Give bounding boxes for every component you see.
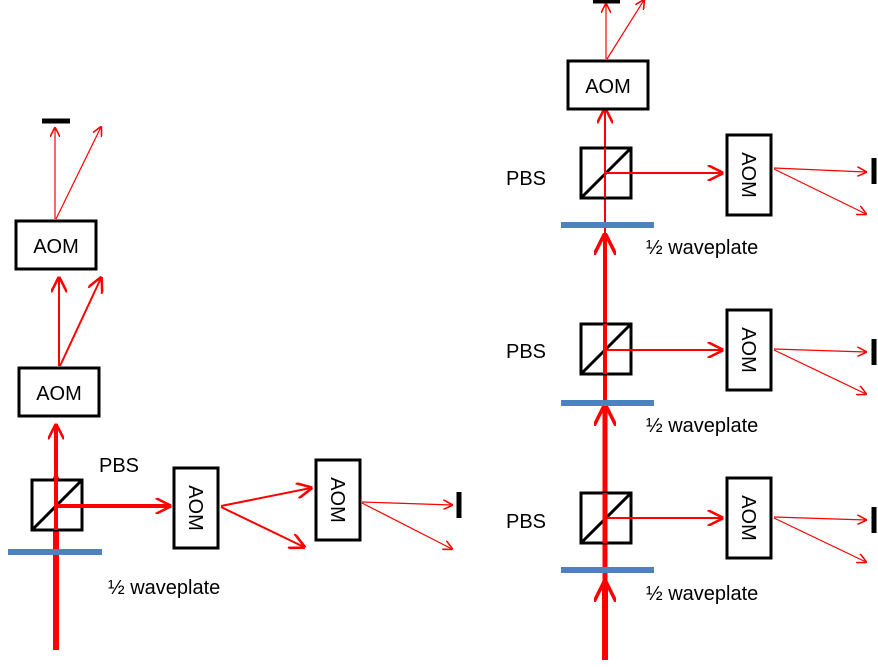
left-aom-2: AOM bbox=[14, 219, 98, 271]
right-aom-1: AOM bbox=[725, 133, 773, 217]
svg-text:AOM: AOM bbox=[585, 76, 631, 98]
left-aom-4: AOM bbox=[314, 458, 362, 542]
right-aom-top: AOM bbox=[566, 59, 650, 111]
svg-text:AOM: AOM bbox=[184, 485, 206, 531]
right-pbs-2-label: PBS bbox=[506, 341, 546, 363]
right-pbs-3-label: PBS bbox=[506, 511, 546, 533]
left-beam-1st-1 bbox=[59, 278, 101, 367]
left-right-output-0th bbox=[361, 502, 452, 505]
right-aom-3: AOM bbox=[725, 476, 773, 560]
right-stage-2: PBS ½ waveplate AOM bbox=[506, 308, 877, 437]
svg-text:AOM: AOM bbox=[737, 327, 759, 373]
left-beam-0th-2 bbox=[220, 488, 311, 507]
right-top-output-1st bbox=[606, 0, 644, 60]
left-setup: ½ waveplate PBS AOM AOM AOM bbox=[8, 118, 462, 650]
right-output-0th-1 bbox=[773, 168, 866, 172]
left-aom-3: AOM bbox=[172, 466, 220, 550]
right-stage-3: PBS ½ waveplate AOM bbox=[506, 476, 877, 605]
right-output-1st-1 bbox=[773, 168, 866, 214]
right-stage-1: PBS ½ waveplate AOM bbox=[506, 133, 877, 259]
svg-text:AOM: AOM bbox=[33, 236, 79, 258]
left-beam-1st-2 bbox=[220, 506, 304, 547]
right-waveplate-2-label: ½ waveplate bbox=[646, 415, 758, 437]
svg-text:AOM: AOM bbox=[326, 477, 348, 523]
left-aom-1: AOM bbox=[17, 366, 101, 418]
svg-text:AOM: AOM bbox=[36, 383, 82, 405]
left-right-output-1st bbox=[361, 502, 452, 549]
svg-text:AOM: AOM bbox=[737, 495, 759, 541]
right-output-0th-2 bbox=[773, 349, 866, 352]
right-output-1st-3 bbox=[773, 517, 866, 562]
right-pbs-1-label: PBS bbox=[506, 168, 546, 190]
right-aom-2: AOM bbox=[725, 308, 773, 392]
right-waveplate-1-label: ½ waveplate bbox=[646, 237, 758, 259]
svg-text:AOM: AOM bbox=[737, 152, 759, 198]
left-waveplate-label: ½ waveplate bbox=[108, 577, 220, 599]
right-waveplate-3-label: ½ waveplate bbox=[646, 583, 758, 605]
right-output-1st-2 bbox=[773, 349, 866, 394]
left-top-output-1st bbox=[55, 127, 101, 220]
left-pbs-label: PBS bbox=[99, 455, 139, 477]
right-setup: AOM PBS ½ waveplate AOM bbox=[506, 0, 877, 660]
right-output-0th-3 bbox=[773, 517, 866, 520]
